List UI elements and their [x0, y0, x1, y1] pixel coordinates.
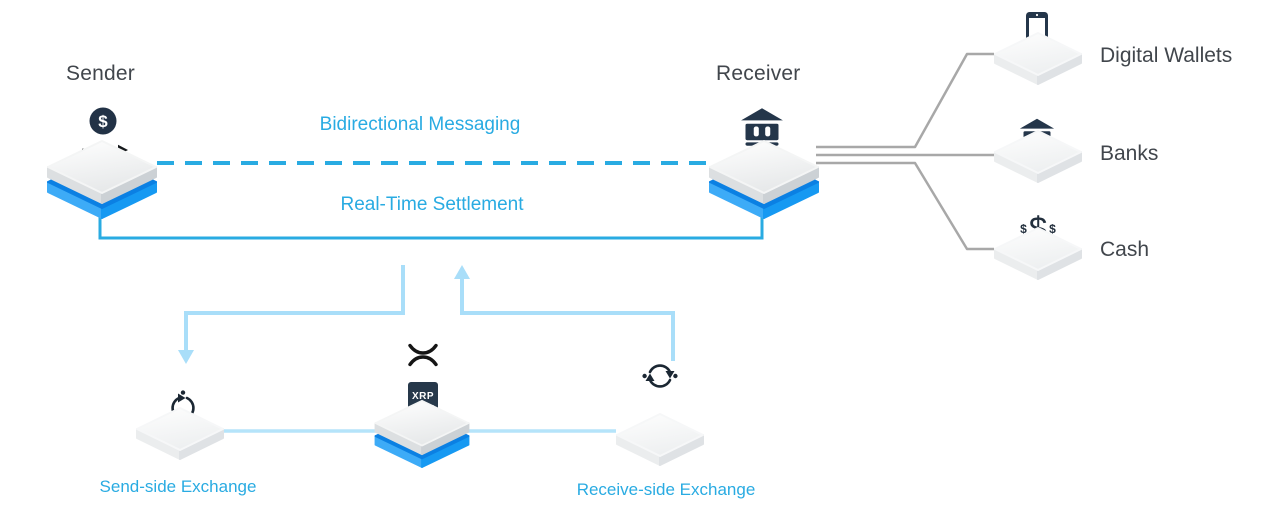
xrp-badge-text: XRP — [411, 390, 435, 402]
endpoint-label-banks: Banks — [1100, 142, 1159, 165]
endpoint-label-digital-wallets: Digital Wallets — [1100, 44, 1233, 67]
messaging-label: Bidirectional Messaging — [319, 114, 521, 135]
endpoint-connector-lines — [816, 52, 994, 251]
sender-label: Sender — [66, 62, 135, 85]
connector-cash — [816, 161, 994, 251]
send-exchange-label: Send-side Exchange — [99, 477, 257, 496]
settlement-label: Real-Time Settlement — [340, 194, 524, 215]
banks-platform — [994, 130, 1082, 183]
flow-to-send-exchange — [184, 265, 405, 351]
svg-text:$: $ — [98, 112, 108, 131]
settlement-line — [98, 199, 764, 240]
cash-glyph-left: $ — [1020, 221, 1027, 236]
receiver-label: Receiver — [716, 62, 801, 85]
cash-platform — [994, 227, 1082, 280]
flow-arrowhead-up — [454, 265, 470, 279]
receive-exchange-platform — [616, 413, 704, 466]
flow-arrowhead-down — [178, 350, 194, 364]
digital-wallets-platform — [994, 32, 1082, 85]
xrp-x-logo — [408, 343, 438, 367]
receiver-platform — [709, 140, 819, 219]
cash-glyph-right: $ — [1049, 221, 1056, 236]
xrp-platform — [374, 399, 470, 468]
sender-platform — [47, 140, 157, 219]
cycle-arrows-icon-receive — [642, 364, 678, 388]
connector-digital-wallets — [816, 52, 994, 149]
endpoint-label-cash: Cash — [1100, 238, 1150, 261]
receiver-bank-icon — [741, 108, 783, 146]
receive-exchange-label: Receive-side Exchange — [576, 480, 756, 499]
flow-from-receive-exchange — [460, 278, 675, 361]
send-exchange-platform — [136, 407, 224, 460]
